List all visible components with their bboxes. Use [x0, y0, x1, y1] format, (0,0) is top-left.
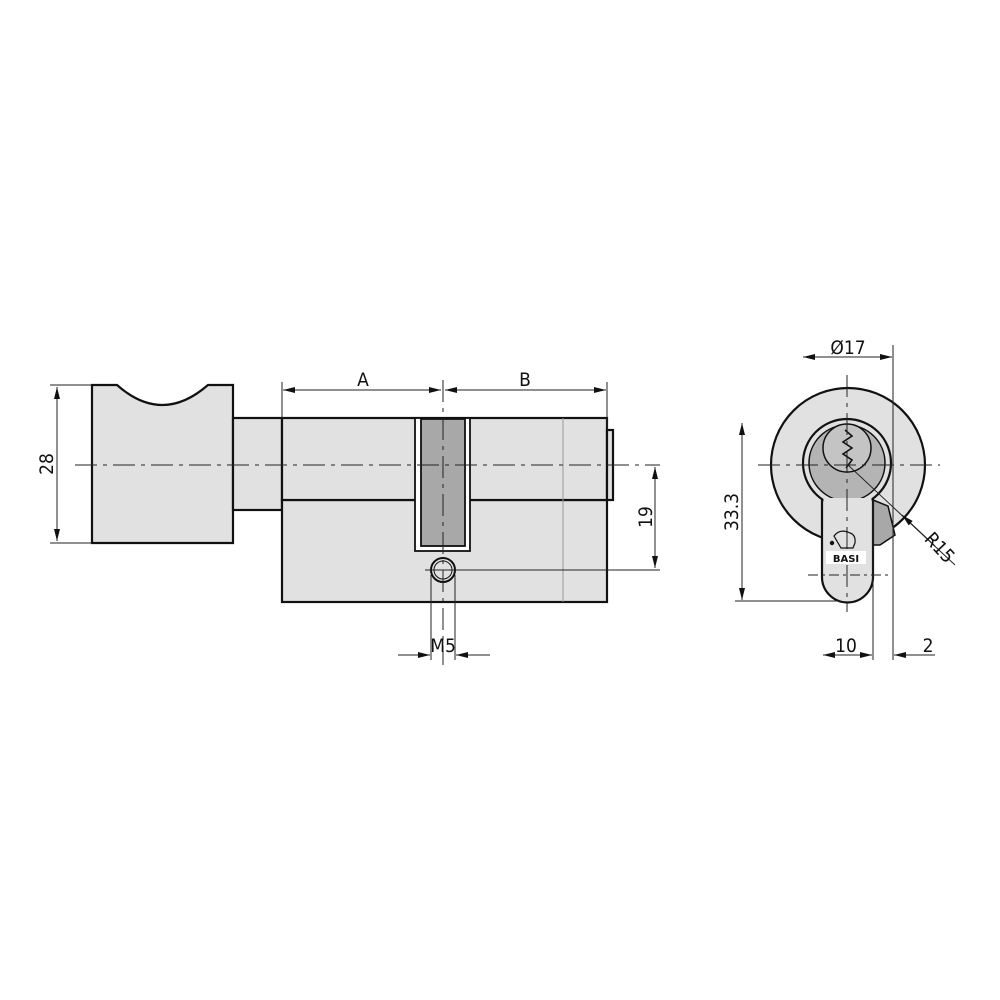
- dimension-label-radius: R15: [920, 528, 959, 568]
- dimension-label-2: 2: [923, 635, 934, 657]
- dimension-label-diameter: Ø17: [830, 337, 865, 359]
- svg-text:BASI: BASI: [833, 554, 859, 565]
- thumb-knob: [90, 383, 235, 545]
- dimension-label-28: 28: [36, 453, 58, 475]
- dimension-label-b: B: [519, 369, 531, 391]
- dimension-label-a: A: [357, 369, 369, 391]
- knob-shaft: [231, 416, 284, 512]
- dimension-label-10: 10: [835, 635, 857, 657]
- radius-leader: [847, 464, 956, 566]
- dimension-label-33-3: 33.3: [721, 493, 743, 531]
- dimension-label-19: 19: [635, 506, 657, 528]
- side-view: 28 A B 19 M5: [36, 369, 660, 665]
- front-view: BASI Ø17 33.3 R15 10 2: [721, 337, 959, 660]
- keyway-icon: [841, 429, 854, 469]
- radius-arrow: [901, 514, 936, 547]
- dimension-label-m5: M5: [430, 635, 456, 657]
- basi-logo: BASI: [826, 530, 866, 565]
